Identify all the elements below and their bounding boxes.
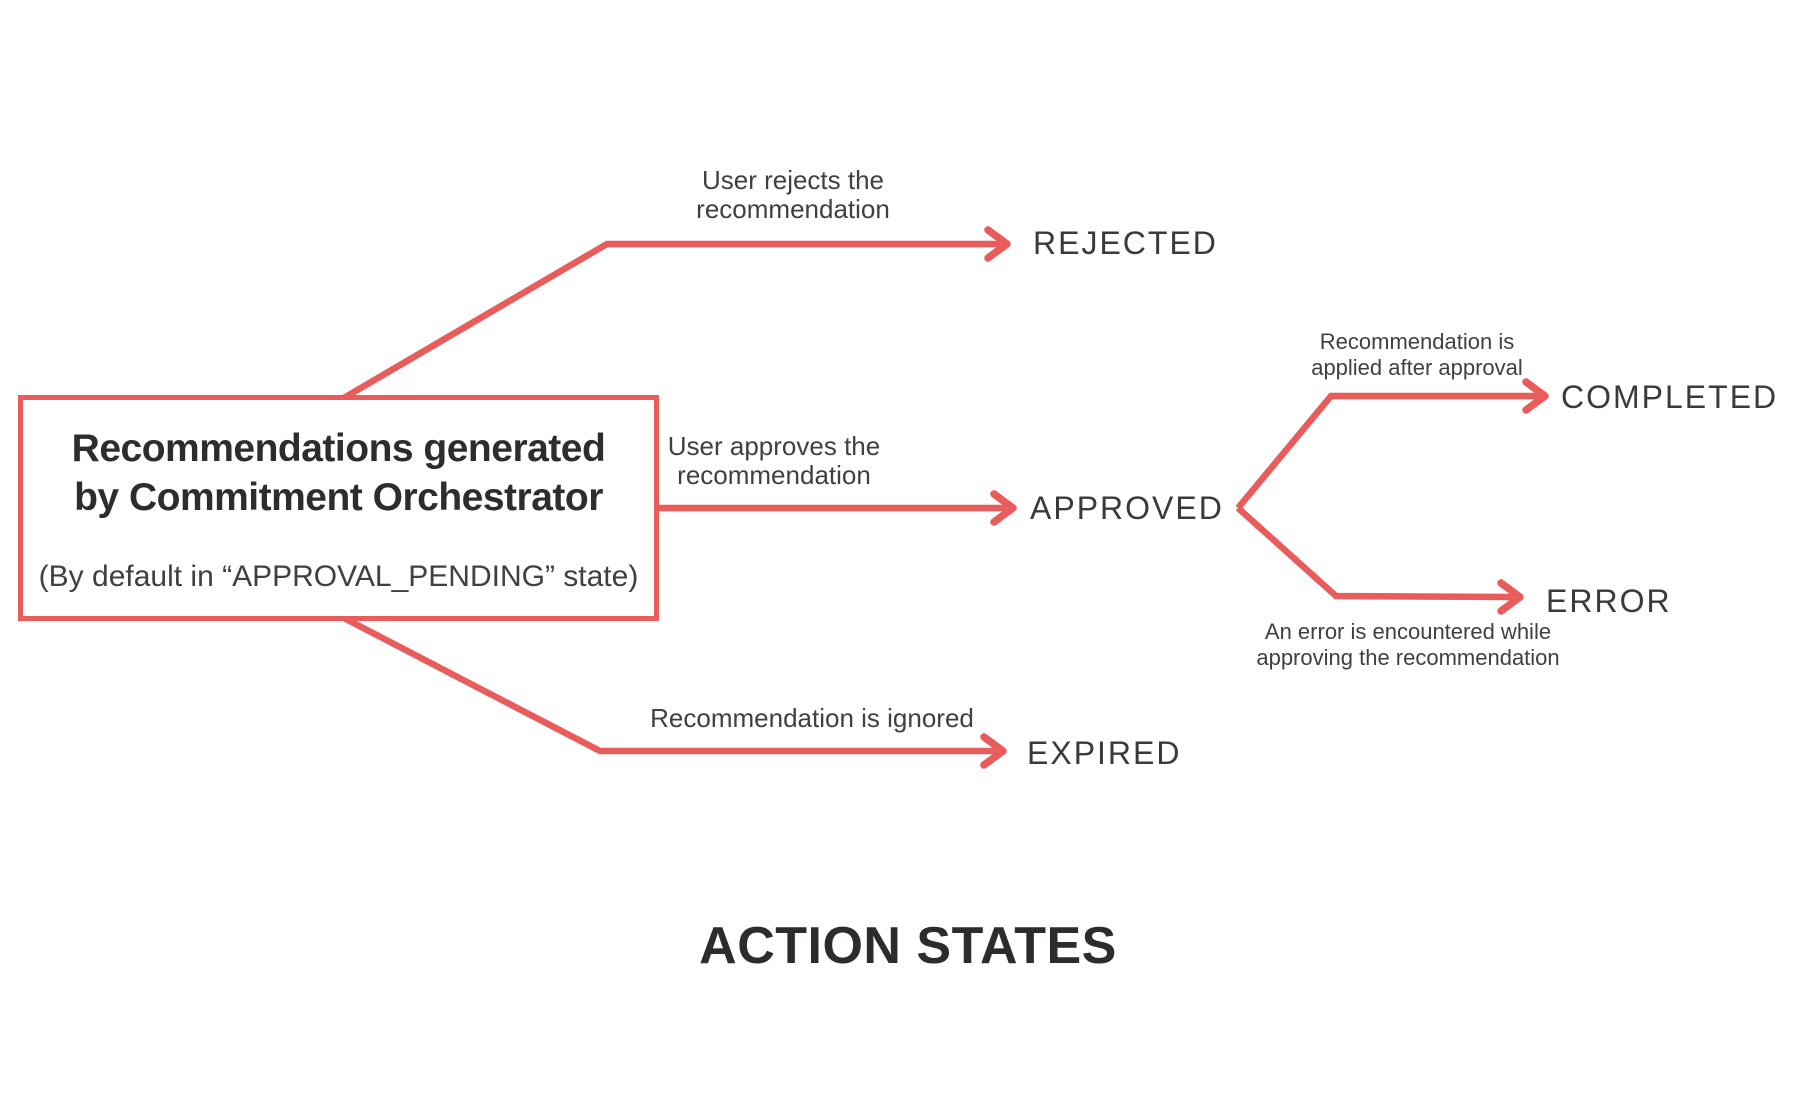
edge-error-line	[1235, 505, 1514, 601]
completed-edge-caption: Recommendation is applied after approval	[1311, 329, 1523, 381]
state-rejected-label: REJECTED	[1033, 225, 1218, 261]
rejected-arrowhead-icon	[984, 226, 1011, 262]
source-box-title: Recommendations generated by Commitment …	[23, 424, 654, 522]
error-edge-caption-line1: An error is encountered while	[1264, 619, 1552, 644]
source-box-subtitle: (By default in “APPROVAL_PENDING” state)	[38, 560, 639, 593]
edge-completed-line	[1235, 392, 1538, 511]
approved-edge-caption: User approves the recommendation	[668, 432, 880, 490]
state-error-label: ERROR	[1546, 583, 1672, 619]
state-approved-label: APPROVED	[1030, 490, 1224, 526]
source-box-title-line1: Recommendations generated	[71, 427, 606, 470]
approved-arrowhead-icon	[990, 490, 1017, 526]
completed-edge-caption-line1: Recommendation is	[1319, 329, 1515, 354]
error-arrowhead-icon	[1497, 579, 1524, 615]
rejected-edge-caption-line1: User rejects the	[701, 165, 885, 195]
expired-edge-caption: Recommendation is ignored	[650, 703, 974, 733]
edge-rejected-line	[340, 240, 1000, 402]
approved-edge-caption-line1: User approves the	[667, 431, 881, 461]
diagram-title: ACTION STATES	[699, 917, 1117, 975]
rejected-edge-caption: User rejects the recommendation	[696, 166, 890, 224]
rejected-edge-caption-line2: recommendation	[696, 194, 890, 224]
expired-arrowhead-icon	[980, 733, 1007, 769]
source-box-title-line2: by Commitment Orchestrator	[74, 476, 603, 519]
completed-edge-caption-line2: applied after approval	[1311, 355, 1523, 380]
state-expired-label: EXPIRED	[1027, 735, 1182, 771]
error-edge-caption-line2: approving the recommendation	[1256, 645, 1560, 670]
completed-arrowhead-icon	[1522, 378, 1549, 414]
source-state-box: Recommendations generated by Commitment …	[18, 395, 659, 621]
state-completed-label: COMPLETED	[1561, 379, 1779, 415]
error-edge-caption: An error is encountered while approving …	[1256, 619, 1559, 671]
approved-edge-caption-line2: recommendation	[677, 460, 871, 490]
edge-expired-line	[340, 614, 996, 755]
